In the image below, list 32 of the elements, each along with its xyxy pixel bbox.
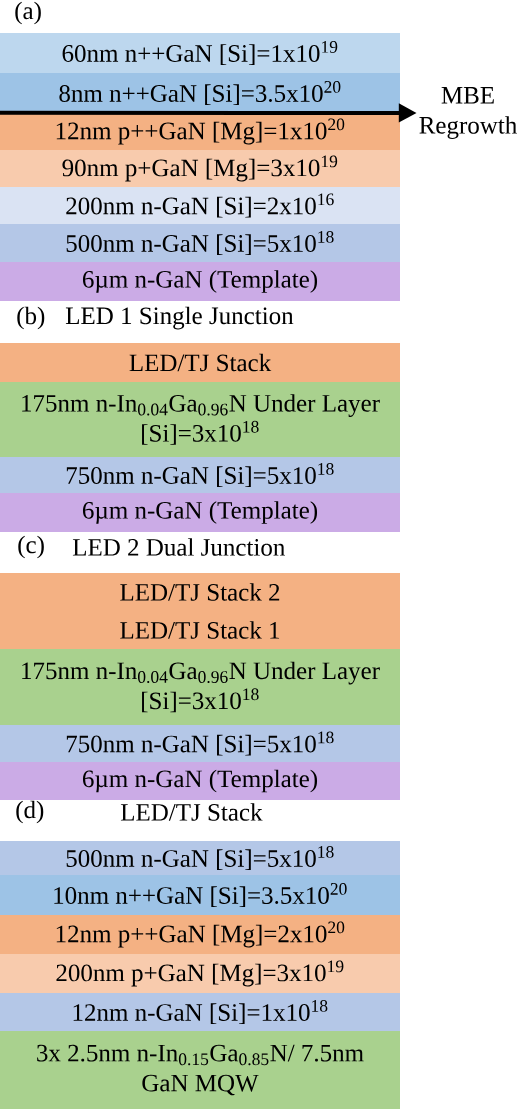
panel-title: LED 1 Single Junction	[65, 306, 294, 330]
layer-band: 3x 2.5nm n-In$_{0.15}$Ga$_{0.85}$N/ 7.5nm GaN MQW	[0, 1031, 400, 1109]
layer-band: 8nm n++GaN [Si]=3.5x10$^{20}$	[0, 73, 400, 113]
panel-label: (c)	[18, 535, 44, 559]
layer-band: 12nm p++GaN [Mg]=1x10$^{20}$	[0, 113, 400, 150]
layer-band: LED/TJ Stack	[0, 343, 400, 382]
panel-title: LED/TJ Stack	[120, 803, 263, 821]
layer-band: 750nm n-GaN [Si]=5x10$^{18}$	[0, 457, 400, 493]
layer-band: 10nm n++GaN [Si]=3.5x10$^{20}$	[0, 875, 400, 915]
layer-band: 60nm n++GaN [Si]=1x10$^{19}$	[0, 33, 400, 73]
layer-band: LED/TJ Stack 2	[0, 573, 400, 611]
layer-band: 90nm p+GaN [Mg]=3x10$^{19}$	[0, 150, 400, 187]
panel-label: (d)	[16, 800, 44, 824]
layer-band: LED/TJ Stack 1	[0, 611, 400, 649]
node-label: LED/TJ Stack 2	[120, 583, 280, 601]
layer-band: 6µm n-GaN (Template)	[0, 262, 400, 301]
panel-title: LED 2 Dual Junction	[72, 538, 285, 556]
panel-label: (a)	[15, 1, 41, 25]
layer-band: 12nm n-GaN [Si]=1x10$^{18}$	[0, 993, 400, 1031]
node-label: LED/TJ Stack 1	[120, 621, 280, 639]
panel-label: (b)	[17, 306, 45, 330]
layer-band: 750nm n-GaN [Si]=5x10$^{18}$	[0, 725, 400, 762]
annotation-text: MBE Regrowth	[419, 87, 517, 139]
layer-band: 500nm n-GaN [Si]=5x10$^{18}$	[0, 224, 400, 262]
layer-band: 200nm n-GaN [Si]=2x10$^{16}$	[0, 187, 400, 224]
layer-band: 175nm n-In$_{0.04}$Ga$_{0.96}$N Under Layer [Si]=3x10$^{18}$	[0, 649, 400, 725]
layer-band: 6µm n-GaN (Template)	[0, 762, 400, 800]
layer-band: 175nm n-In$_{0.04}$Ga$_{0.96}$N Under Layer [Si]=3x10$^{18}$	[0, 382, 400, 457]
layer-band: 12nm p++GaN [Mg]=2x10$^{20}$	[0, 915, 400, 954]
layer-band: 200nm p+GaN [Mg]=3x10$^{19}$	[0, 954, 400, 993]
layer-band: 500nm n-GaN [Si]=5x10$^{18}$	[0, 841, 400, 875]
layer-band: 6µm n-GaN (Template)	[0, 493, 400, 532]
